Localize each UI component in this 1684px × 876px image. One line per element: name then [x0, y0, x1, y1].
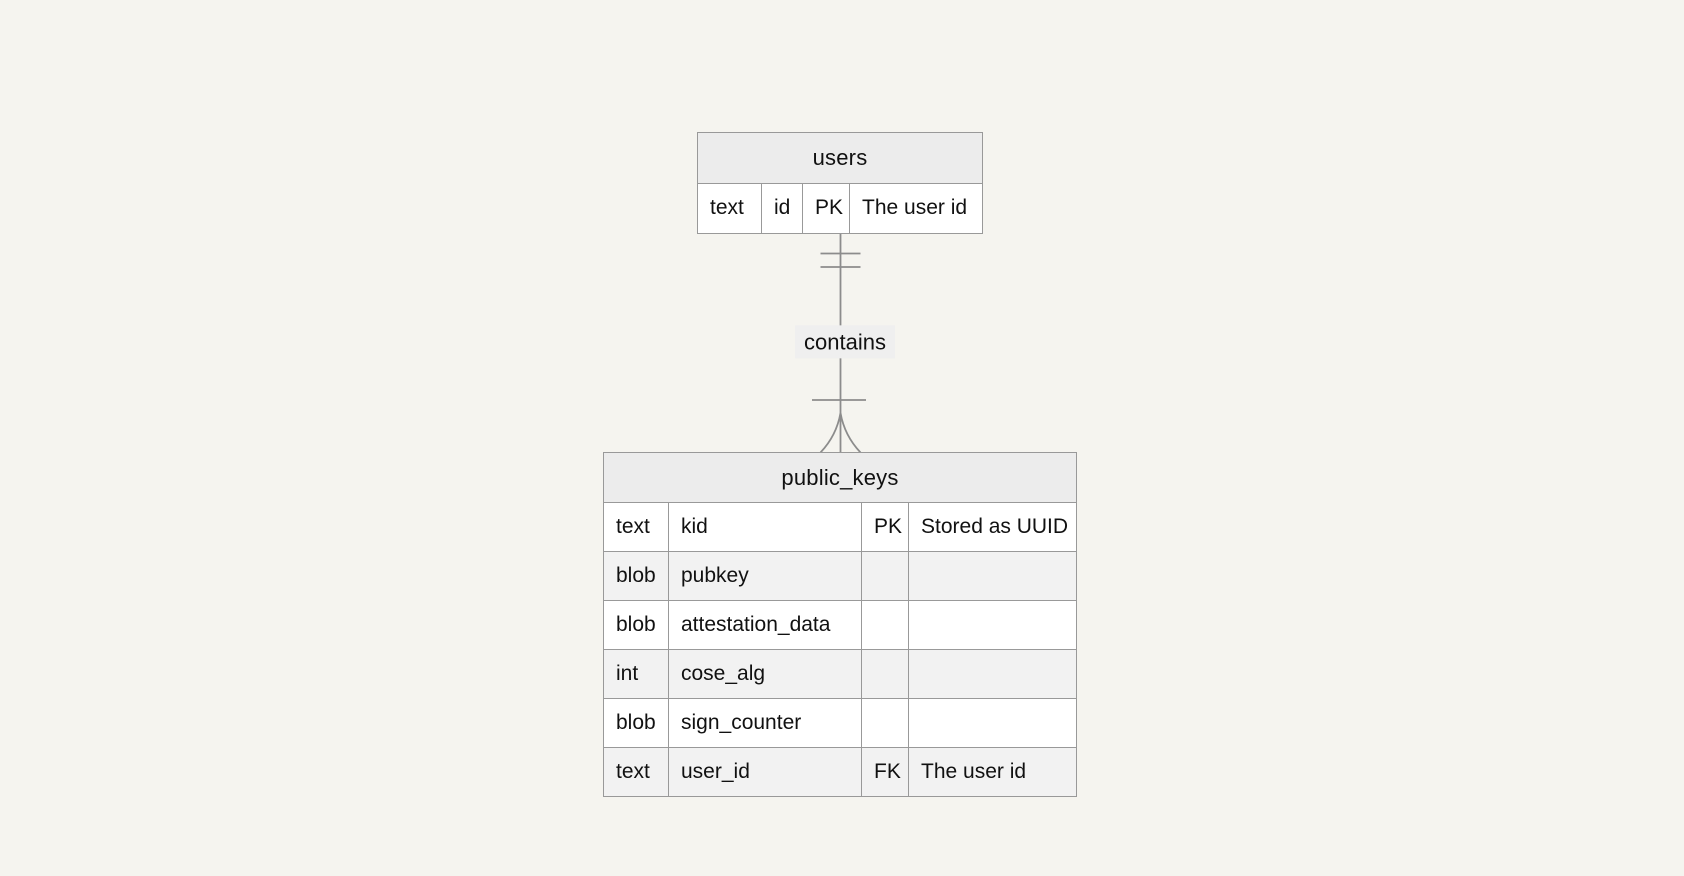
attribute-row: blob sign_counter — [604, 698, 1076, 747]
attribute-name: sign_counter — [668, 699, 861, 747]
attribute-name: cose_alg — [668, 650, 861, 698]
attribute-comment — [908, 699, 1076, 747]
entity-public-keys: public_keys text kid PK Stored as UUID b… — [603, 452, 1077, 797]
crows-foot-right-leg — [839, 412, 862, 454]
attribute-key: PK — [802, 184, 849, 233]
attribute-comment — [908, 552, 1076, 600]
attribute-type: blob — [616, 711, 656, 734]
attribute-row: text kid PK Stored as UUID — [604, 502, 1076, 551]
attribute-comment: Stored as UUID — [908, 503, 1076, 551]
attribute-name: id — [761, 184, 802, 233]
attribute-row: blob attestation_data — [604, 600, 1076, 649]
attribute-row: blob pubkey — [604, 551, 1076, 600]
attribute-comment — [908, 650, 1076, 698]
attribute-type: blob — [616, 613, 656, 636]
entity-users-title: users — [698, 133, 982, 183]
attribute-name: attestation_data — [668, 601, 861, 649]
entity-users: users text id PK The user id — [697, 132, 983, 234]
attribute-type: int — [616, 662, 639, 685]
attribute-row: text user_id FK The user id — [604, 747, 1076, 796]
entity-public-keys-title: public_keys — [604, 453, 1076, 502]
attribute-name: kid — [668, 503, 861, 551]
attribute-row: int cose_alg — [604, 649, 1076, 698]
entity-public-keys-rows: text kid PK Stored as UUID blob pubkey b… — [604, 502, 1076, 796]
attribute-row: text id PK The user id — [698, 183, 982, 233]
cardinality-exactly-one-marker — [820, 252, 861, 268]
cardinality-one-or-many-marker — [812, 399, 866, 454]
attribute-name: user_id — [668, 748, 861, 796]
attribute-name: pubkey — [668, 552, 861, 600]
attribute-key: FK — [861, 748, 908, 796]
attribute-type: text — [616, 515, 650, 538]
attribute-key: PK — [861, 503, 908, 551]
crows-foot-left-leg — [819, 412, 842, 454]
attribute-type: blob — [616, 564, 656, 587]
relationship-label: contains — [795, 325, 895, 359]
attribute-key — [861, 650, 908, 698]
attribute-key — [861, 601, 908, 649]
entity-users-rows: text id PK The user id — [698, 183, 982, 233]
attribute-type: text — [710, 196, 744, 220]
attribute-type: text — [616, 760, 650, 783]
attribute-key — [861, 552, 908, 600]
attribute-key — [861, 699, 908, 747]
attribute-comment: The user id — [849, 184, 982, 233]
attribute-comment — [908, 601, 1076, 649]
attribute-comment: The user id — [908, 748, 1076, 796]
